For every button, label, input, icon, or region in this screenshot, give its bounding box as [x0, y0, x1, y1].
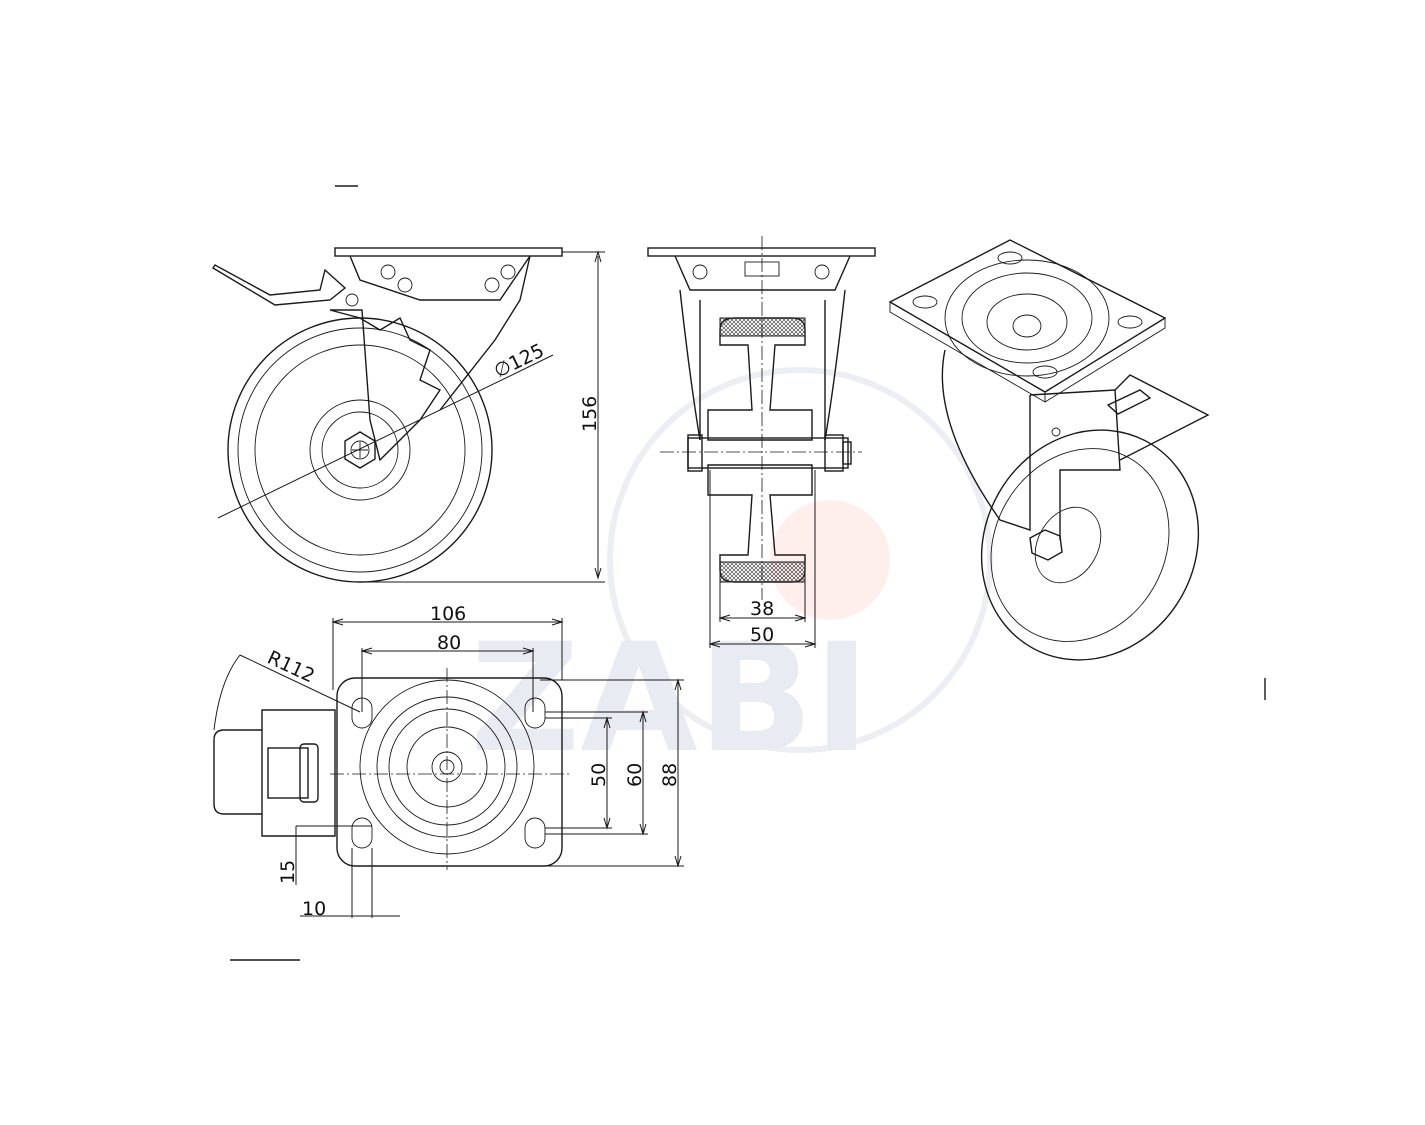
tread-width-dimension: 38: [750, 598, 774, 620]
hole-spacing-y-dimension: 50: [588, 763, 610, 787]
plate-width-dimension: 106: [430, 603, 466, 625]
offset-x-dimension: 10: [302, 898, 326, 920]
watermark-text: ZABI: [470, 612, 870, 786]
stray-marks: [230, 185, 1266, 961]
front-view: 38 50: [647, 236, 876, 648]
watermark-logo: ZABI: [470, 367, 993, 786]
offset-y-dimension: 15: [277, 860, 299, 884]
diameter-dimension: ∅125: [491, 340, 548, 383]
plate-length-dimension: 88: [659, 763, 681, 787]
slot-span-dimension: 60: [624, 763, 646, 787]
isometric-view: [888, 239, 1210, 661]
side-view: 156 ∅125: [212, 247, 605, 583]
swivel-radius-dimension: R112: [264, 647, 318, 688]
height-dimension: 156: [579, 396, 601, 432]
wheel-width-dimension: 50: [750, 624, 774, 646]
hole-spacing-x-dimension: 80: [437, 632, 461, 654]
